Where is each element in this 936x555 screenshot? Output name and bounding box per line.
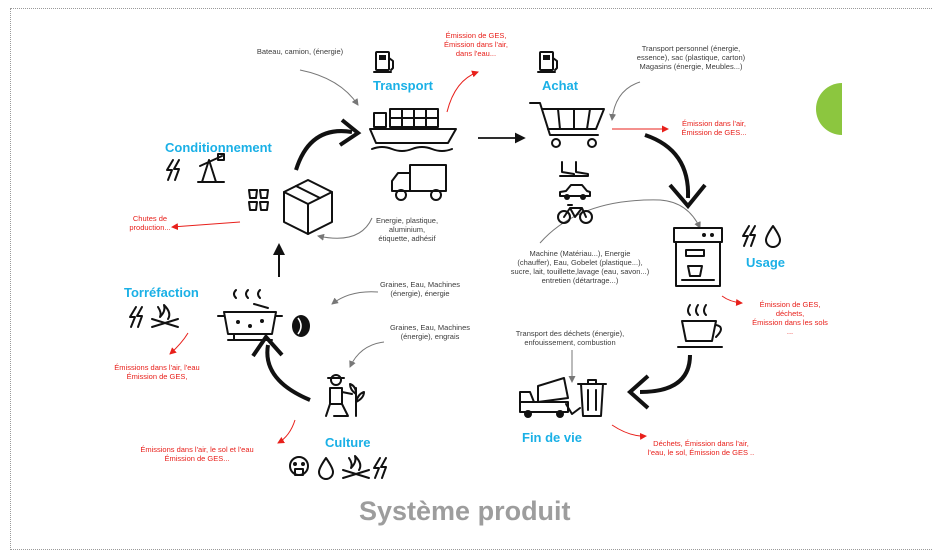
energy-bolt-icon [166, 159, 180, 181]
cycle-arrow-culture-torrefaction [265, 344, 311, 402]
car-icon [559, 184, 591, 200]
water-drop-icon [318, 457, 334, 480]
energy-bolt-icon [373, 457, 387, 479]
input-note-usage: Machine (Matériau...), Energie(chauffer)… [510, 249, 650, 285]
walking-shoes-icon [559, 161, 589, 177]
stage-label-fin-de-vie: Fin de vie [522, 430, 582, 445]
trash-can-icon [577, 379, 607, 417]
stage-label-usage: Usage [746, 255, 786, 270]
water-drop-icon [765, 225, 781, 248]
input-note-conditionnement: Energie, plastique,aluminium,étiquette, … [375, 216, 439, 243]
output-note-usage: Émission de GES,déchets,Émission dans le… [752, 300, 828, 336]
cycle-arrow-conditionnement-transport [294, 129, 353, 171]
shopping-cart-icon [529, 102, 605, 148]
bicycle-icon [557, 204, 593, 224]
oil-pump-icon [197, 153, 225, 183]
stage-label-achat: Achat [542, 78, 579, 93]
firewood-icon [151, 304, 179, 328]
fuel-pump-icon [537, 51, 558, 73]
cargo-ship-icon [369, 108, 457, 152]
gas-mask-icon [289, 456, 309, 476]
input-note-torrefaction: Graines, Eau, Machines(énergie), énergie [379, 280, 461, 298]
input-note-achat: Transport personnel (énergie,essence), s… [636, 44, 746, 71]
fuel-pump-icon [373, 51, 394, 73]
dump-truck-icon [519, 377, 581, 418]
roasting-pot-icon [217, 289, 283, 341]
farmer-icon [325, 374, 365, 417]
cycle-arrow-achat-usage [644, 133, 691, 199]
coffee-cup-icon [677, 304, 723, 348]
espresso-machine-icon [673, 227, 723, 287]
input-note-fin-de-vie: Transport des déchets (énergie),enfouiss… [515, 329, 625, 347]
coffee-bean-icon [292, 315, 310, 337]
page-title: Système produit [359, 496, 571, 526]
energy-bolt-icon [129, 306, 143, 328]
firewood-icon [342, 455, 370, 479]
cycle-arrow-usage-findevie [639, 354, 692, 394]
stage-label-transport: Transport [373, 78, 433, 93]
input-note-transport: Bateau, camion, (énergie) [256, 47, 344, 56]
input-note-culture: Graines, Eau, Machines(énergie), engrais [389, 323, 471, 341]
cardboard-box-icon [283, 179, 333, 235]
delivery-truck-icon [391, 164, 447, 201]
diagram-frame [10, 8, 932, 550]
stage-label-torrefaction: Torréfaction [124, 285, 199, 300]
stage-label-culture: Culture [325, 435, 371, 450]
cups-icon [248, 189, 269, 211]
output-note-transport: Émission de GES,Émission dans l'air,dans… [444, 31, 508, 58]
energy-bolt-icon [742, 225, 756, 247]
stage-label-conditionnement: Conditionnement [165, 140, 272, 155]
output-note-fin-de-vie: Déchets, Émission dans l'air,l'eau, le s… [647, 439, 755, 457]
output-note-achat: Émission dans l'air,Émission de GES... [681, 119, 747, 137]
